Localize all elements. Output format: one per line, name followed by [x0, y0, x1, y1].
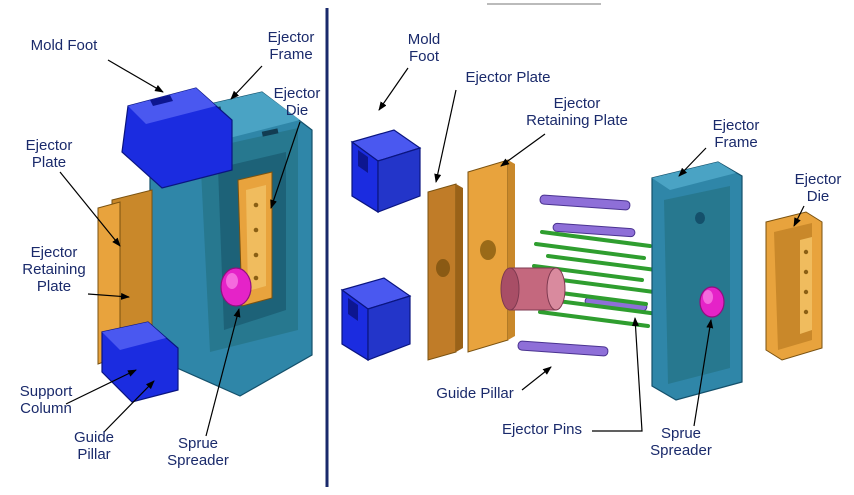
- leader-ejector-die-left: [270, 121, 301, 209]
- label-ejector-plate-right: Ejector Plate: [465, 69, 551, 86]
- label-mold-foot-right: Mold Foot: [407, 31, 441, 65]
- guide-pillar-rod: [517, 340, 609, 357]
- leader-sprue-spreader-left: [205, 308, 241, 437]
- leader-ejector-die-right: [793, 205, 805, 227]
- leader-sprue-spreader-right: [693, 319, 714, 427]
- label-retaining-plate-right: Ejector Retaining Plate: [526, 95, 628, 129]
- frame-slot: [261, 128, 279, 137]
- label-sprue-spreader-right: Sprue Spreader: [650, 425, 712, 459]
- label-ejector-die-right: Ejector Die: [794, 171, 842, 205]
- leader-mold-foot-right: [378, 67, 409, 111]
- plate-hole: [436, 259, 450, 277]
- foot-notch: [358, 150, 368, 173]
- leader-retaining-plate-right: [500, 133, 546, 167]
- ejector-pin: [534, 242, 646, 260]
- assembled-sprue-spreader: [220, 267, 252, 307]
- leader-guide-pillar-right: [521, 366, 552, 391]
- ejector-pin: [548, 298, 660, 316]
- label-sprue-spreader-left: Sprue Spreader: [167, 435, 229, 469]
- leader-lines: [59, 59, 805, 437]
- label-ejector-frame-left: Ejector Frame: [267, 29, 315, 63]
- label-guide-pillar-left: Guide Pillar: [73, 429, 115, 463]
- label-ejector-pins-right: Ejector Pins: [501, 421, 583, 438]
- exploded-ejector-plate: [427, 183, 463, 361]
- label-mold-foot-left: Mold Foot: [30, 37, 98, 54]
- label-ejector-frame-right: Ejector Frame: [712, 117, 760, 151]
- exploded-sprue-spreader: [699, 286, 725, 318]
- leader-ejector-plate-right: [434, 89, 457, 183]
- guide-pillar-rod: [539, 194, 631, 211]
- foot-notch: [348, 298, 358, 321]
- label-support-column-left: Support Column: [19, 383, 73, 417]
- leader-ejector-frame-left: [230, 65, 263, 100]
- leader-guide-pillar-left: [103, 380, 155, 433]
- ejector-pin: [546, 254, 658, 272]
- label-guide-pillar-right: Guide Pillar: [436, 385, 514, 402]
- frame-hole: [695, 212, 705, 224]
- leader-ejector-frame-right: [678, 147, 707, 177]
- assembled-mold-foot-bottom: [101, 321, 179, 403]
- leader-ejector-plate-left: [59, 171, 121, 247]
- assembled-view: [97, 87, 313, 403]
- ejector-pin: [540, 230, 652, 248]
- exploded-pink-cylinder: [500, 267, 566, 311]
- exploded-mold-foot-bottom: [340, 277, 412, 362]
- exploded-guide-pillars: [517, 194, 648, 357]
- exploded-ejector-frame: [651, 161, 743, 401]
- exploded-view: [340, 129, 823, 401]
- guide-pillar-rod: [552, 222, 636, 238]
- foot-groove: [150, 95, 173, 106]
- label-ejector-plate-left: Ejector Plate: [25, 137, 73, 171]
- leader-ejector-pins-right: [592, 317, 643, 432]
- ejector-pin: [538, 310, 650, 328]
- assembled-mold-foot-top: [121, 87, 233, 189]
- leader-support-column-left: [65, 369, 137, 405]
- exploded-mold-foot-top: [350, 129, 422, 214]
- leader-mold-foot-left: [107, 59, 164, 93]
- label-retaining-plate-left: Ejector Retaining Plate: [22, 244, 86, 295]
- exploded-retaining-plate: [467, 159, 515, 353]
- exploded-ejector-die: [765, 211, 823, 361]
- label-ejector-die-left: Ejector Die: [273, 85, 321, 119]
- plate-hole: [480, 240, 496, 260]
- leader-retaining-plate-left: [87, 292, 130, 300]
